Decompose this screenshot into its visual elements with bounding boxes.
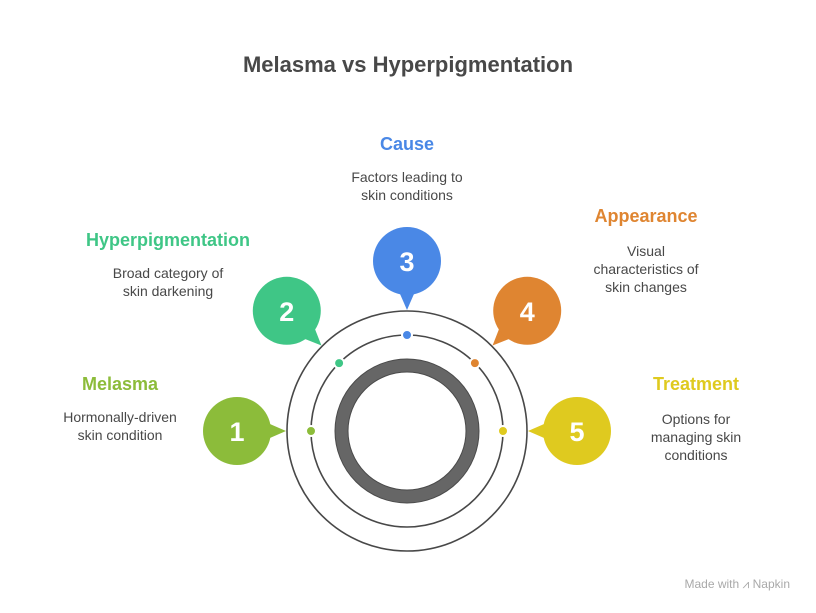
step-3-bubble: 3	[373, 227, 441, 310]
step-1-description: Hormonally-driven skin condition	[20, 408, 220, 444]
step-3-label: Cause	[379, 134, 435, 154]
step-number: 1	[229, 417, 244, 447]
description-line: skin darkening	[122, 283, 214, 299]
step-3-ring-dot	[401, 329, 413, 341]
description-line: Visual	[627, 243, 665, 259]
step-2-label: Hyperpigmentation	[85, 230, 250, 250]
step-4-label: Appearance	[594, 206, 698, 226]
bubble-circle	[543, 397, 611, 465]
diagram-title: Melasma vs Hyperpigmentation	[242, 52, 574, 77]
bubble-circle	[493, 276, 562, 345]
description-line: managing skin	[650, 429, 742, 445]
step-4-ring-dot	[468, 357, 481, 370]
description-line: Options for	[661, 411, 731, 427]
step-1-ring-dot	[305, 425, 317, 437]
step-2-ring-dot	[333, 357, 346, 370]
step-5-label: Treatment	[652, 374, 740, 394]
step-5-description: Options for managing skin conditions	[596, 410, 796, 464]
step-3-description: Factors leading to skin conditions	[307, 168, 507, 204]
step-4-bubble: 4	[492, 276, 562, 346]
description-line: Factors leading to	[351, 169, 463, 185]
center-ring	[335, 359, 479, 503]
step-number: 2	[279, 297, 294, 327]
description-line: skin conditions	[361, 187, 453, 203]
bubble-circle	[373, 227, 441, 295]
step-4-description: Visual characteristics of skin changes	[546, 242, 746, 296]
description-line: characteristics of	[593, 261, 699, 277]
description-line: Hormonally-driven	[63, 409, 177, 425]
bubble-circle	[252, 276, 321, 345]
step-number: 3	[399, 247, 414, 277]
step-1-label: Melasma	[81, 374, 159, 394]
watermark: Made with ⩘ Napkin	[684, 577, 790, 592]
step-5-bubble: 5	[528, 397, 611, 465]
outer-ring	[286, 310, 528, 552]
step-2-bubble: 2	[252, 276, 322, 346]
watermark-text: Made with	[684, 577, 740, 591]
step-number: 5	[569, 417, 584, 447]
description-line: Broad category of	[112, 265, 224, 281]
description-line: skin changes	[605, 279, 687, 295]
step-number: 4	[520, 297, 535, 327]
watermark-brand: Napkin	[752, 577, 790, 591]
step-1-bubble: 1	[203, 397, 286, 465]
step-2-description: Broad category of skin darkening	[68, 264, 268, 300]
description-line: skin condition	[77, 427, 163, 443]
bubble-circle	[203, 397, 271, 465]
description-line: conditions	[664, 447, 728, 463]
napkin-logo-icon: ⩘	[742, 577, 750, 591]
step-5-ring-dot	[497, 425, 509, 437]
